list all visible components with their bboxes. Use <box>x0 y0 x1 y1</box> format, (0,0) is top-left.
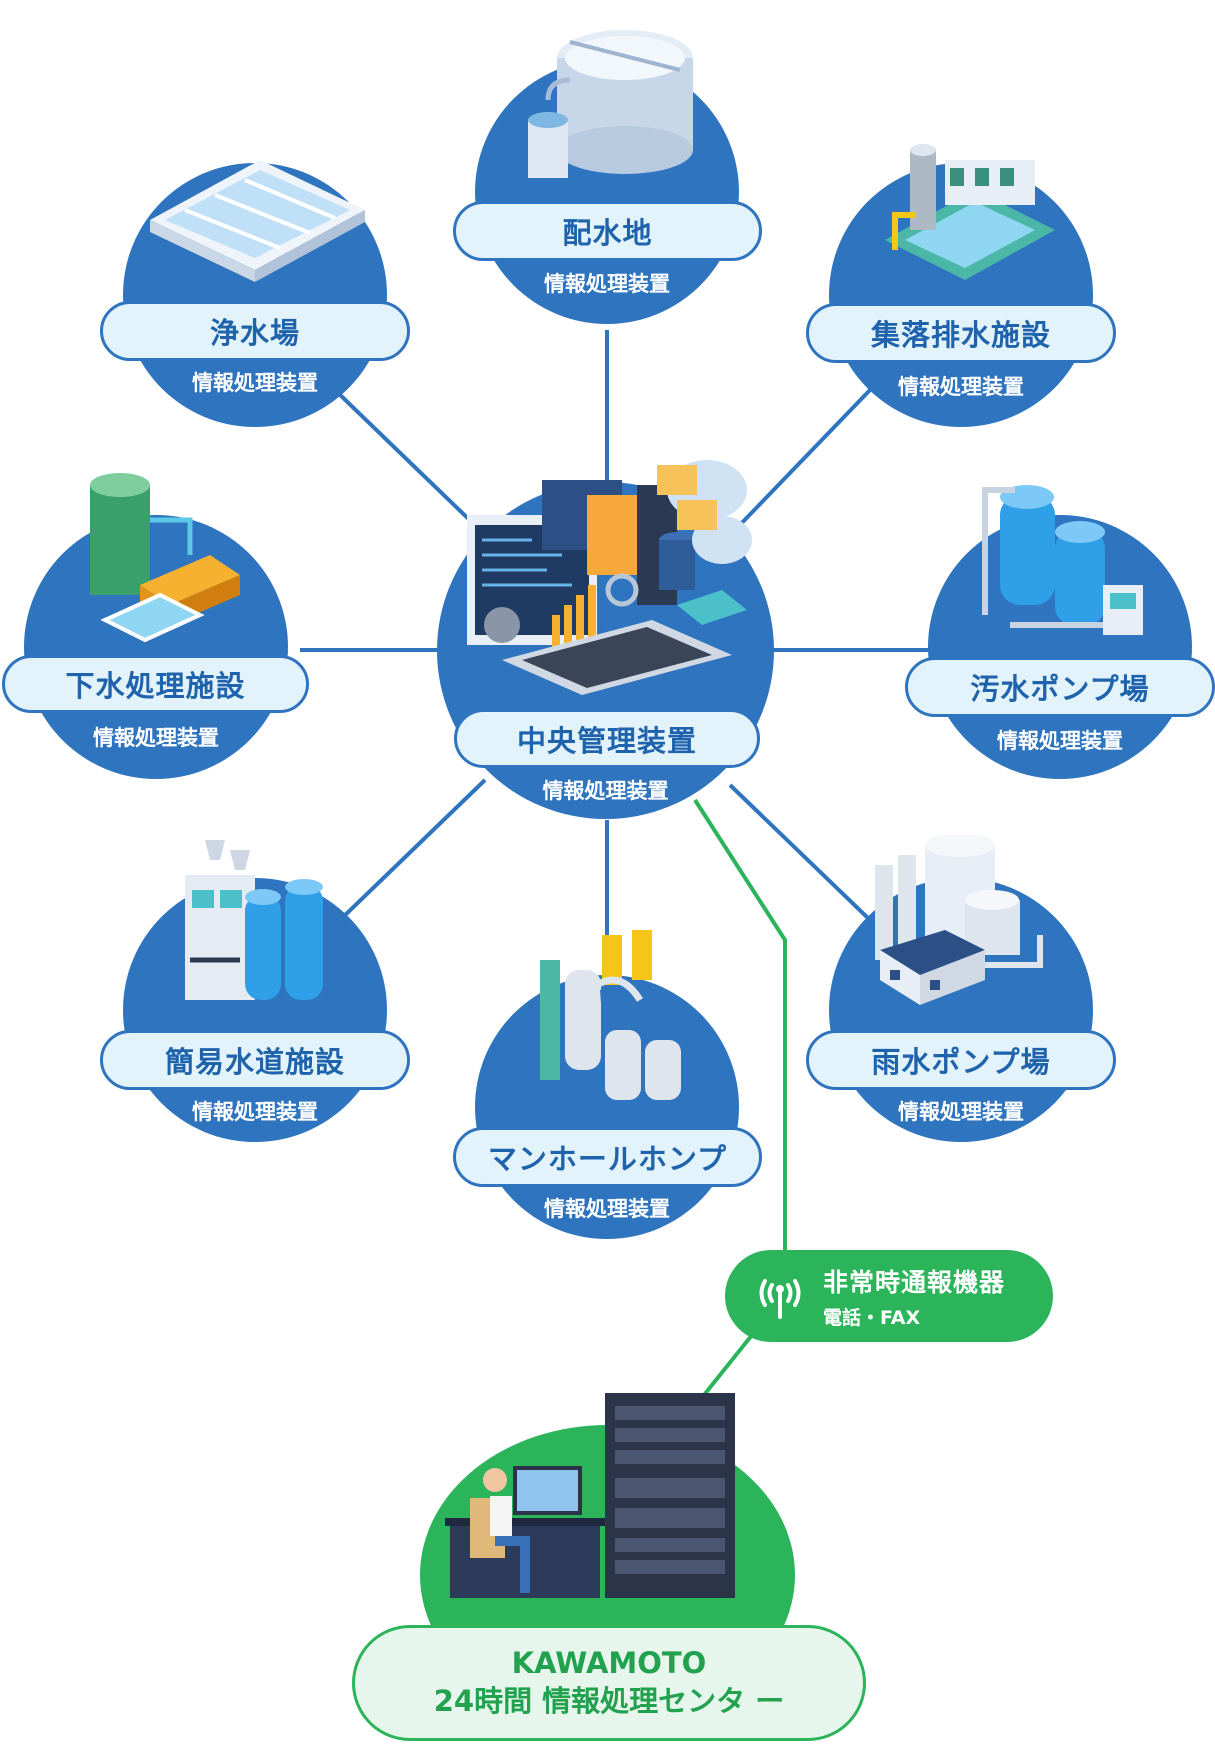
stormwater-pump-icon <box>875 835 1043 1005</box>
operator-server-icon <box>445 1393 735 1598</box>
site-disc <box>24 515 288 779</box>
site-subtitle: 情報処理装置 <box>544 272 670 296</box>
site-title: 集落排水施設 <box>806 303 1116 363</box>
site-subtitle: 情報処理装置 <box>192 1100 318 1124</box>
site-title: 配水地 <box>453 201 762 261</box>
emergency-device-badge: 非常時通報機器 電話・FAX <box>725 1250 1053 1342</box>
emergency-title: 非常時通報機器 <box>823 1267 1006 1297</box>
site-title: 浄水場 <box>100 301 410 361</box>
antenna-icon <box>759 1279 801 1319</box>
line-datacenter <box>698 1333 754 1402</box>
site-title: 下水処理施設 <box>2 655 309 713</box>
site-title: 汚水ポンプ場 <box>905 657 1215 717</box>
line-usui <box>728 783 872 922</box>
site-subtitle: 情報処理装置 <box>997 729 1123 753</box>
filtration-basin-icon <box>150 160 365 282</box>
datacenter-line1: KAWAMOTO <box>511 1646 707 1680</box>
site-subtitle: 情報処理装置 <box>544 1197 670 1221</box>
site-subtitle: 情報処理装置 <box>93 726 219 750</box>
site-subtitle: 情報処理装置 <box>898 375 1024 399</box>
datacenter-line2: 24時間 情報処理センタ ー <box>433 1684 785 1718</box>
drainage-facility-icon <box>885 144 1055 280</box>
control-system-icon <box>467 460 752 695</box>
center-subtitle: 情報処理装置 <box>542 779 669 803</box>
site-subtitle: 情報処理装置 <box>898 1100 1024 1124</box>
line-shuraku <box>733 388 872 532</box>
site-subtitle: 情報処理装置 <box>192 371 318 395</box>
center-title: 中央管理装置 <box>454 709 760 768</box>
water-supply-icon <box>185 840 323 1000</box>
pump-station-icon <box>982 485 1143 635</box>
site-title: 簡易水道施設 <box>100 1030 410 1090</box>
line-emergency <box>693 798 787 1250</box>
site-title: 雨水ポンプ場 <box>806 1030 1116 1090</box>
line-kan-i <box>338 778 487 922</box>
site-title: マンホールホンプ <box>453 1127 762 1187</box>
manhole-pump-icon <box>540 930 681 1100</box>
line-josuijo <box>333 388 482 532</box>
datacenter-label: KAWAMOTO 24時間 情報処理センタ ー <box>352 1625 866 1741</box>
emergency-subtitle: 電話・FAX <box>823 1306 921 1329</box>
sewage-plant-icon <box>90 473 240 643</box>
reservoir-icon <box>528 30 693 178</box>
